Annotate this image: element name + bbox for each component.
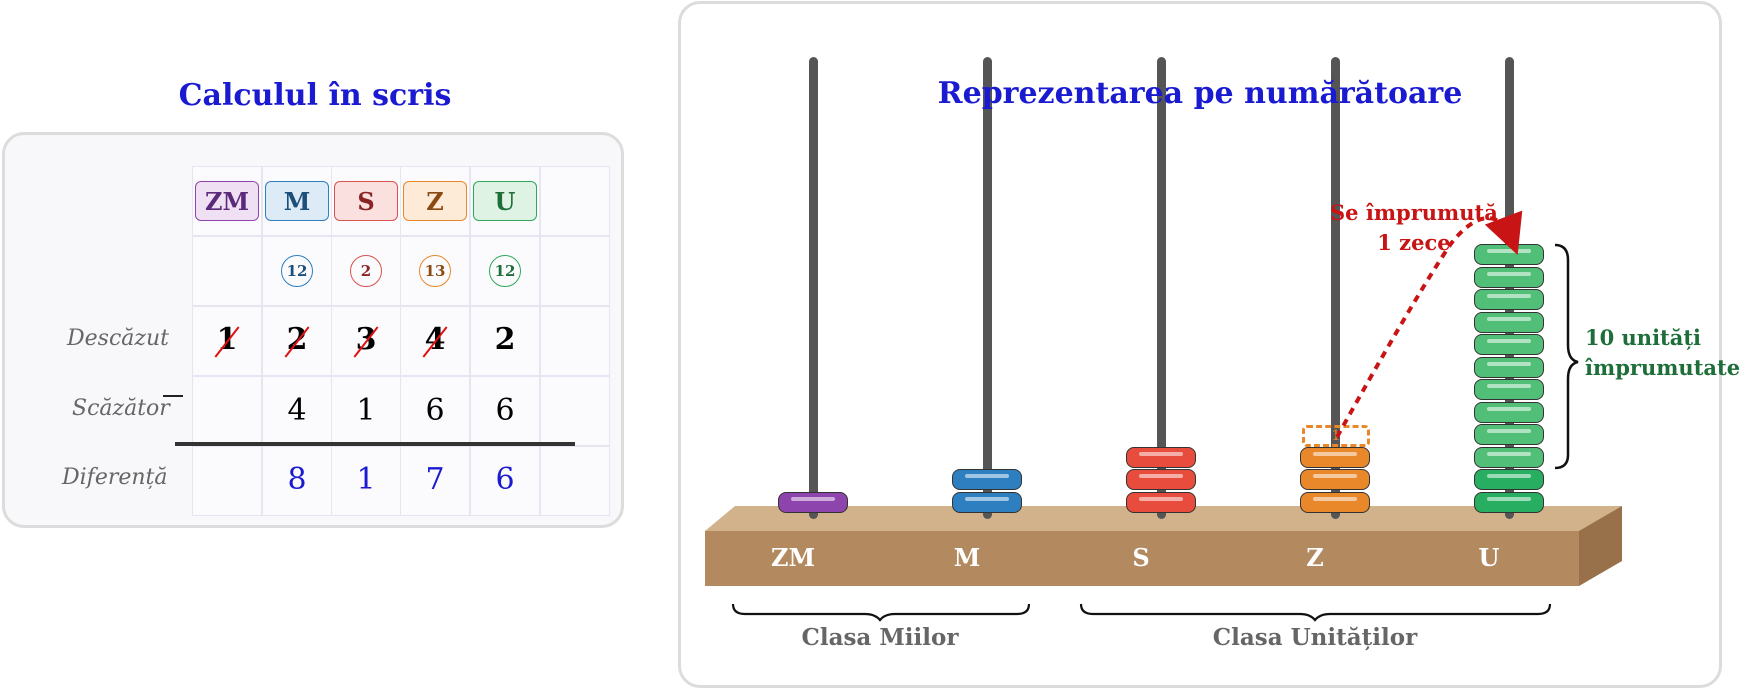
bead-z [1300,491,1370,513]
minus-sign [163,395,183,397]
grid-cell [540,166,610,236]
class-units-label: Clasa Unităților [1212,624,1418,651]
placeholder-value: 1 [1331,428,1341,444]
grid-cell [192,376,262,446]
grid-cell [262,446,332,516]
grid-cell [470,306,540,376]
bead-u [1474,379,1544,400]
grid-cell [540,446,610,516]
minuend-digit: 2 [494,322,516,357]
abacus-label-z: Z [1306,543,1324,572]
bead-s [1126,491,1196,513]
bead-u [1474,491,1544,513]
abacus-label-zm: ZM [770,543,816,572]
abacus-label-s: S [1132,543,1150,572]
bead-u [1474,311,1544,333]
difference-digit: 1 [356,462,376,497]
bead-z [1300,446,1370,468]
borrow-circle: 2 [350,255,382,287]
bead-z [1300,469,1370,490]
grid-cell [540,306,610,376]
bead-u [1474,266,1544,288]
result-line [175,442,575,446]
bead-m [952,491,1022,513]
column-header-zm: ZM [195,181,259,221]
bead-u [1474,401,1544,423]
right-title: Reprezentarea pe numărătoare [937,76,1463,111]
grid-cell [470,446,540,516]
column-header-u: U [473,181,537,221]
grid-cell [400,446,470,516]
rod-s [1156,57,1166,519]
difference-digit: 7 [425,462,445,497]
subtrahend-digit: 4 [287,393,307,428]
bead-s [1126,469,1196,490]
subtrahend-digit: 6 [425,393,445,428]
bead-u [1474,356,1544,378]
bead-u [1474,446,1544,468]
rod-zm [808,57,818,519]
bead-s [1126,446,1196,468]
grid-cell [192,446,262,516]
borrow-note-line-2: 1 zece [1377,230,1451,255]
column-header-s: S [334,181,398,221]
abacus-label-u: U [1478,543,1500,572]
abacus-label-m: M [953,543,981,572]
borrow-circle: 13 [419,255,451,287]
bead-zm [778,491,848,513]
borrow-note-line-1: Se împrumută [1330,200,1498,225]
bead-u [1474,289,1544,310]
grid-cell [470,376,540,446]
grid-cell [331,446,401,516]
borrow-circle: 12 [489,255,521,287]
grid-cell [400,376,470,446]
difference-digit: 8 [287,462,307,497]
borrowed-bead-placeholder: 1 [1302,425,1370,447]
bead-m [952,469,1022,490]
units-note-line-2: împrumutate [1585,355,1741,380]
minuend-label: Descăzut [67,326,169,351]
column-header-z: Z [403,181,467,221]
grid-cell [192,236,262,306]
bead-u [1474,334,1544,355]
grid-cell [540,236,610,306]
bead-u [1474,424,1544,445]
subtrahend-digit: 6 [495,393,515,428]
grid-cell [192,306,262,376]
units-note-line-1: 10 unități [1585,325,1702,350]
class-thousands-label: Clasa Miilor [801,624,959,651]
borrow-note: Se împrumută 1 zece [1330,198,1498,258]
difference-digit: 6 [495,462,515,497]
column-header-m: M [265,181,329,221]
subtrahend-label: Scăzător [72,396,170,421]
subtrahend-digit: 1 [356,393,376,428]
bead-u [1474,469,1544,490]
left-title: Calculul în scris [178,78,452,113]
borrow-circle: 12 [281,255,313,287]
rod-z [1330,57,1340,519]
difference-label: Diferență [62,465,168,490]
grid-cell [540,376,610,446]
borrowed-units-note: 10 unități împrumutate [1585,323,1740,383]
rod-m [982,57,992,519]
